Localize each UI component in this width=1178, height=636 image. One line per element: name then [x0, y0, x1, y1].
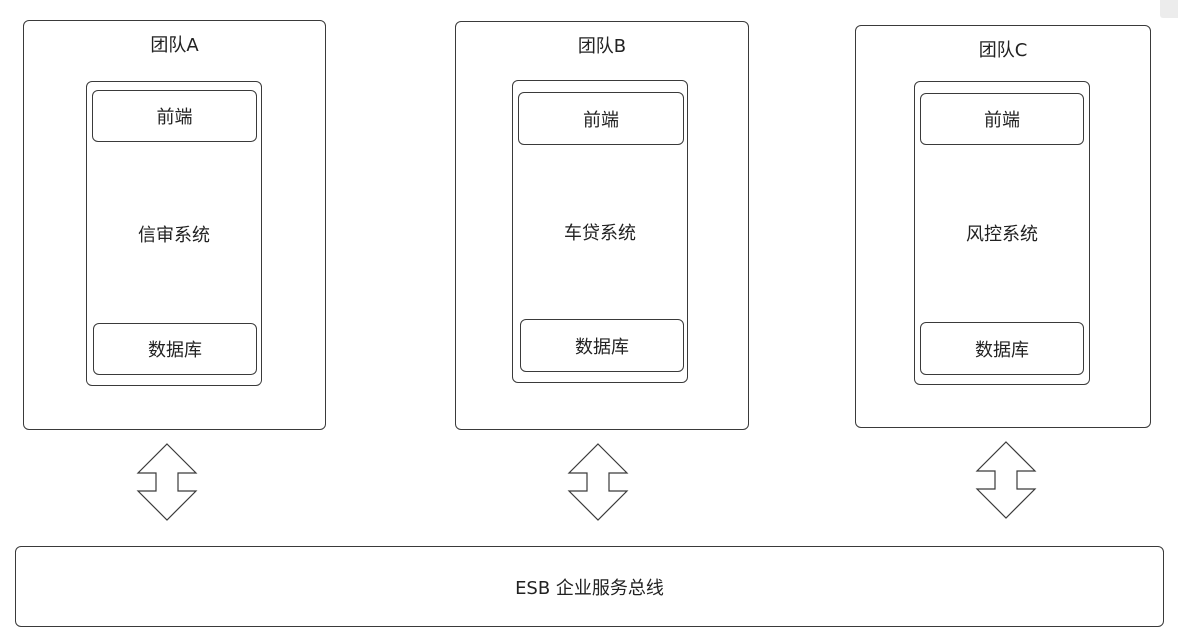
- team-c-frontend-label: 前端: [984, 110, 1020, 131]
- corner-mark: [1160, 0, 1178, 18]
- team-b-frontend: 前端: [518, 92, 684, 145]
- team-a-frontend-label: 前端: [156, 107, 193, 128]
- team-c-frontend: 前端: [920, 93, 1084, 145]
- team-c-database: 数据库: [920, 322, 1084, 375]
- team-c-bus-arrow-icon: [975, 441, 1037, 519]
- team-b-frontend-label: 前端: [583, 109, 619, 131]
- team-b-system-label: 车贷系统: [564, 222, 636, 244]
- esb-bus: ESB 企业服务总线: [15, 546, 1164, 627]
- team-c-system-label: 风控系统: [966, 224, 1038, 245]
- team-b-database-label: 数据库: [575, 336, 629, 358]
- team-b-database: 数据库: [520, 319, 684, 372]
- team-a-title: 团队A: [150, 35, 199, 56]
- team-a-bus-arrow-icon: [136, 443, 198, 521]
- team-b-title: 团队B: [577, 36, 627, 57]
- team-c-title: 团队C: [978, 40, 1028, 61]
- team-a-frontend: 前端: [92, 90, 257, 142]
- esb-bus-label: ESB 企业服务总线: [515, 577, 664, 599]
- team-c-database-label: 数据库: [975, 339, 1029, 361]
- team-a-system-label: 信审系统: [138, 224, 210, 246]
- team-a-database-label: 数据库: [148, 340, 202, 361]
- team-b-bus-arrow-icon: [567, 443, 629, 521]
- team-a-database: 数据库: [93, 323, 257, 375]
